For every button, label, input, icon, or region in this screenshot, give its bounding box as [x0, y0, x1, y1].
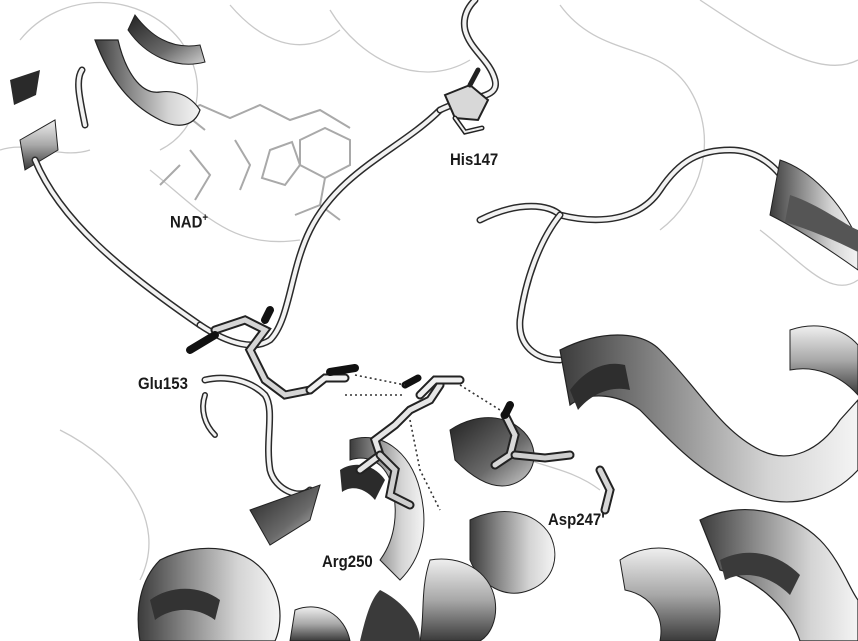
nad-phosphate-1 — [190, 150, 210, 200]
his147-label: His147 — [450, 150, 498, 170]
asp247-label: Asp247' — [548, 510, 605, 530]
faint-loop-6 — [560, 5, 704, 230]
nad-ring-2 — [262, 142, 300, 185]
helices-bottom-left — [138, 437, 424, 641]
nad-ring-1 — [300, 128, 350, 178]
nad-phosphate-2 — [235, 140, 250, 190]
asp247-sidechain — [495, 405, 610, 510]
nad-label-text: NAD — [170, 213, 202, 232]
faint-loop-2 — [230, 5, 340, 45]
nad-label: NAD+ — [170, 212, 208, 233]
faint-loop-3 — [330, 10, 470, 72]
nad-charge: + — [202, 212, 208, 224]
glu153-sidechain — [190, 310, 355, 395]
helix-top-left — [10, 15, 205, 170]
his147-sidechain — [445, 70, 488, 132]
nad-branches — [160, 118, 205, 185]
arg250-label: Arg250 — [322, 552, 373, 572]
faint-loop-7 — [700, 0, 858, 65]
hbond-glu-arg-1 — [355, 375, 405, 385]
hbond-arg-asp — [460, 385, 500, 410]
faint-loop-9 — [60, 430, 149, 580]
glu153-label: Glu153 — [138, 374, 188, 394]
